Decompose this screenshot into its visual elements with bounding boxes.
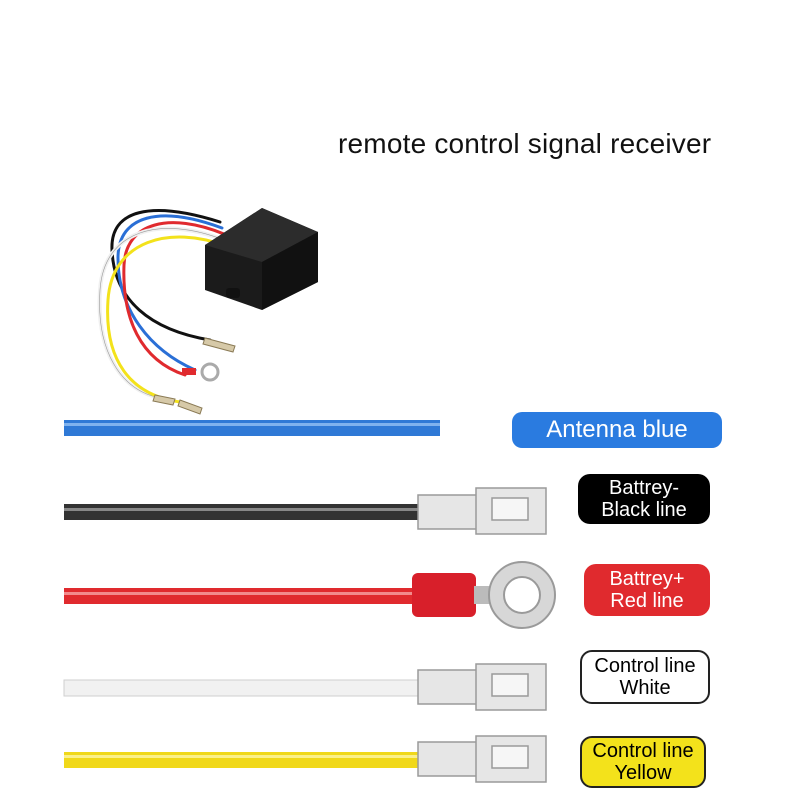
label-yellow-line2: Yellow	[614, 762, 672, 784]
receiver-box	[205, 208, 318, 310]
white-wire	[63, 679, 425, 697]
label-red-line2: Red line	[610, 590, 684, 612]
label-battery-negative: Battrey- Black line	[578, 474, 710, 524]
label-white-line2: White	[619, 677, 671, 699]
yellow-wire	[64, 752, 424, 768]
label-control-white: Control line White	[580, 650, 710, 704]
label-battery-positive: Battrey+ Red line	[584, 564, 710, 616]
yellow-terminal	[417, 735, 547, 783]
label-red-line1: Battrey+	[609, 568, 685, 590]
receiver-terminals	[152, 337, 236, 415]
black-wire	[64, 504, 424, 520]
label-control-yellow: Control line Yellow	[580, 736, 706, 788]
receiver-wires	[97, 209, 228, 404]
red-terminal	[412, 561, 556, 629]
red-wire	[64, 588, 424, 604]
black-terminal	[417, 487, 547, 535]
page-title: remote control signal receiver	[338, 128, 712, 159]
label-white-line1: Control line	[594, 655, 696, 677]
white-terminal	[417, 663, 547, 711]
label-yellow-line1: Control line	[592, 740, 694, 762]
label-black-line2: Black line	[601, 499, 687, 521]
antenna-wire	[64, 420, 440, 436]
label-black-line1: Battrey-	[608, 477, 680, 499]
label-antenna-blue: Antenna blue	[512, 412, 722, 448]
label-antenna-text: Antenna blue	[546, 416, 688, 443]
